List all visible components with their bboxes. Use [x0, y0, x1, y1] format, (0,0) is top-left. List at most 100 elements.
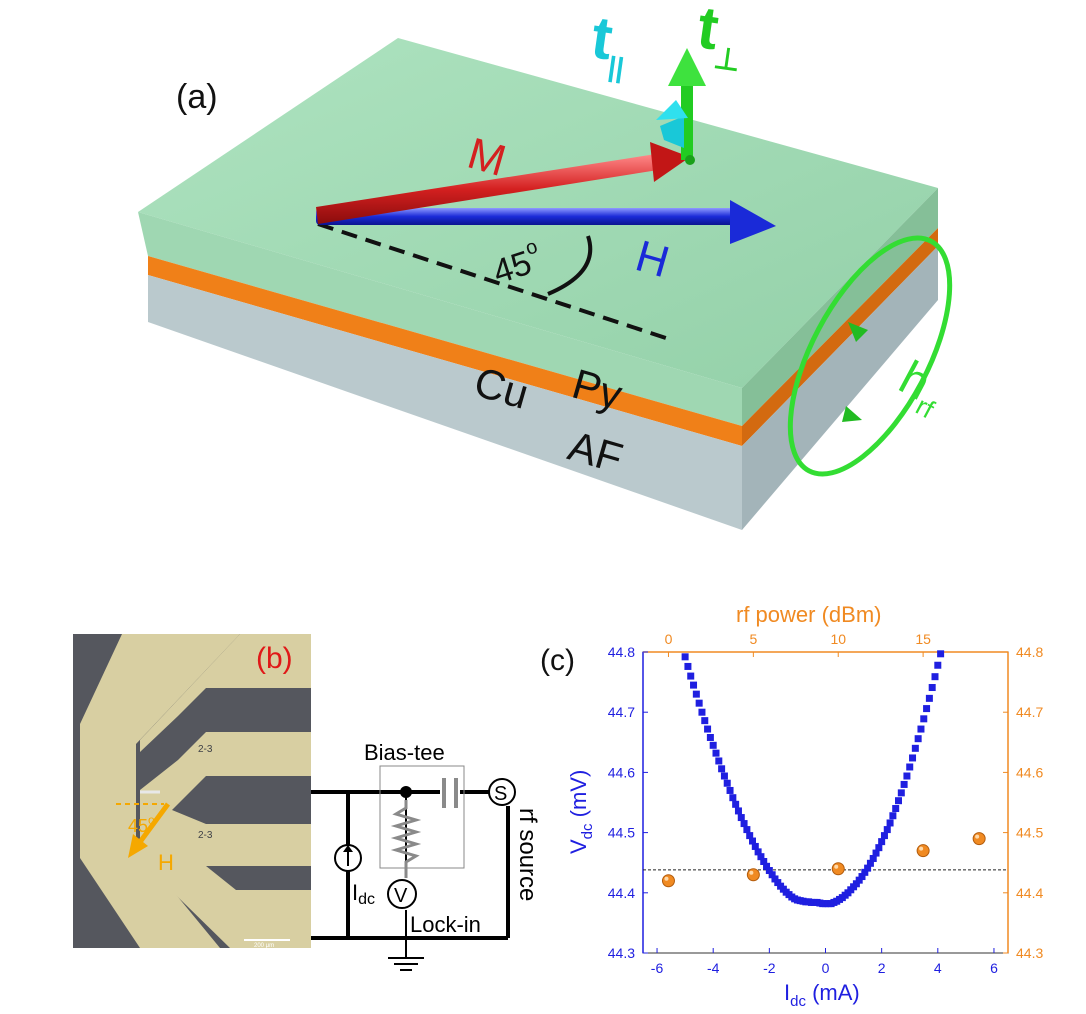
- y-tick-label-left: 44.5: [608, 825, 635, 841]
- rf-source-symbol-label: S: [494, 783, 507, 805]
- vdc-point: [900, 780, 908, 788]
- vdc-point: [709, 741, 717, 749]
- rf-power-point-highlight: [664, 876, 669, 881]
- vdc-point: [906, 763, 914, 771]
- vdc-point: [718, 765, 726, 773]
- y-tick-label-right: 44.6: [1016, 764, 1043, 780]
- bias-tee-box: [379, 765, 465, 869]
- vdc-point: [681, 653, 689, 661]
- vdc-point: [684, 662, 692, 670]
- t-perp-label: t⊥: [692, 0, 749, 78]
- inductor-coil: [390, 800, 422, 878]
- y-tick-label-left: 44.4: [608, 885, 635, 901]
- vdc-point: [749, 837, 756, 845]
- vdc-point: [771, 875, 779, 883]
- vdc-point: [760, 857, 768, 865]
- vdc-point: [909, 754, 917, 762]
- chip-text-top: 2-3: [198, 744, 213, 755]
- vdc-point: [751, 842, 759, 850]
- gold-pad-upper: [140, 634, 311, 752]
- vdc-point: [869, 854, 877, 862]
- x-tick-label: -6: [651, 960, 664, 976]
- top-tick-label: 15: [915, 631, 931, 647]
- vdc-point: [757, 853, 765, 861]
- chip-text-bottom: 2-3: [198, 830, 213, 841]
- vdc-point: [892, 805, 900, 813]
- rf-power-point: [661, 874, 675, 888]
- vdc-point: [911, 744, 919, 752]
- bias-tee-node: [400, 786, 412, 798]
- bias-tee-label: Bias-tee: [364, 740, 445, 765]
- h-arrow: [316, 200, 776, 244]
- panel-c-label: (c): [540, 644, 575, 677]
- vdc-point: [880, 832, 888, 840]
- panel-b-h-label: H: [158, 850, 174, 875]
- vdc-point: [925, 694, 933, 702]
- vdc-point: [704, 725, 712, 733]
- voltmeter-symbol: [387, 879, 417, 909]
- vdc-point: [723, 779, 731, 787]
- y-tick-label-right: 44.3: [1016, 945, 1043, 961]
- idc-label: Idc: [352, 880, 375, 908]
- vdc-point: [746, 832, 754, 840]
- vdc-point: [732, 800, 740, 808]
- top-tick-label: 5: [749, 631, 757, 647]
- dashed-reference-line: [317, 222, 673, 342]
- h-rf-loop: [787, 235, 953, 477]
- rf-source-label: rf source: [514, 808, 541, 901]
- vdc-point: [866, 859, 874, 867]
- rf-power-point: [972, 832, 986, 846]
- h-direction-arrowhead: [128, 834, 148, 858]
- af-front-face: [148, 275, 742, 530]
- vdc-point: [872, 849, 880, 857]
- vdc-point: [726, 786, 734, 794]
- vdc-point: [855, 876, 863, 884]
- vdc-point: [729, 794, 737, 802]
- rf-power-series: [661, 832, 986, 888]
- panel-a: 45o (a) t|| t⊥ M H Cu Py AF: [138, 0, 953, 530]
- panel-b-label: (b): [256, 642, 293, 675]
- vdc-point: [889, 812, 897, 820]
- top-tick-label: 0: [665, 631, 673, 647]
- cu-front-face: [148, 256, 742, 446]
- vdc-point: [875, 844, 883, 852]
- y-tick-label-left: 44.3: [608, 945, 635, 961]
- vdc-point: [883, 826, 891, 834]
- y-axis-label: Vdc (mV): [566, 770, 596, 854]
- x-tick-label: 0: [822, 960, 830, 976]
- x-tick-label: -4: [707, 960, 720, 976]
- af-side-face: [742, 246, 938, 530]
- rf-power-point: [916, 844, 930, 858]
- x-tick-label: 4: [934, 960, 942, 976]
- voltmeter-label: V: [394, 885, 408, 907]
- vdc-series: [681, 650, 945, 908]
- vdc-point: [768, 871, 776, 879]
- py-front-face: [138, 212, 742, 426]
- rf-power-point: [831, 862, 845, 876]
- vdc-point: [864, 864, 872, 872]
- h-direction-arrow: [137, 802, 171, 844]
- scale-bar-text: 200 μm: [254, 943, 274, 949]
- vdc-point: [690, 681, 698, 689]
- x-axis-label: Idc (mA): [784, 980, 860, 1010]
- vdc-point: [737, 814, 745, 822]
- vdc-point: [895, 797, 902, 805]
- vdc-point: [706, 733, 714, 741]
- vdc-point: [934, 661, 942, 669]
- current-source-arrowhead: [343, 845, 353, 852]
- vdc-point: [715, 757, 723, 765]
- vdc-point: [695, 699, 703, 707]
- vdc-point: [903, 772, 911, 780]
- t-parallel-arrow: [656, 100, 688, 148]
- y-tick-label-right: 44.4: [1016, 885, 1043, 901]
- rf-power-point: [746, 868, 760, 882]
- vdc-point: [712, 749, 720, 757]
- vdc-point: [858, 873, 866, 881]
- vdc-point: [920, 715, 928, 723]
- vdc-point: [754, 848, 762, 856]
- vdc-point: [897, 789, 905, 797]
- vdc-point: [743, 826, 751, 834]
- vdc-point: [852, 880, 860, 888]
